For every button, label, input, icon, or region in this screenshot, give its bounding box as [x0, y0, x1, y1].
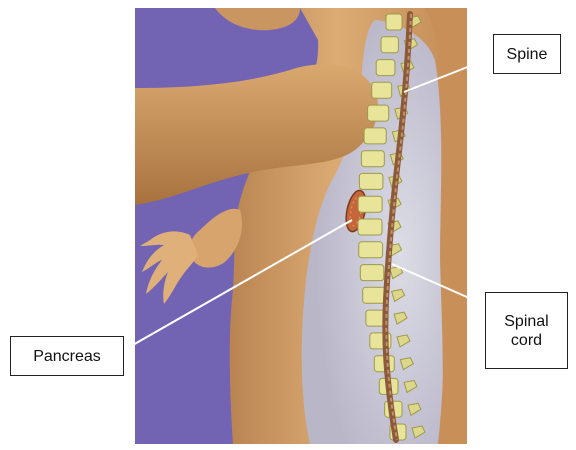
vertebra-body	[359, 173, 383, 189]
spinal-cord-label: Spinal cord	[485, 292, 568, 369]
pancreas-label-text: Pancreas	[33, 347, 101, 366]
vertebra-body	[376, 60, 395, 76]
vertebra-body	[368, 105, 389, 121]
vertebra-body	[381, 37, 398, 53]
vertebra-body	[359, 242, 383, 258]
spinal-cord-label-text: Spinal cord	[504, 312, 548, 350]
spine-label: Spine	[493, 34, 561, 74]
vertebra-body	[358, 196, 382, 212]
spinal-cord-label-line1: Spinal	[504, 312, 548, 331]
vertebra-body	[372, 82, 392, 98]
forearm	[189, 209, 242, 268]
shoulder	[215, 8, 300, 30]
pancreas-label: Pancreas	[10, 336, 124, 376]
vertebra-body	[360, 265, 384, 281]
vertebra-body	[358, 219, 382, 235]
vertebra-body	[364, 128, 386, 144]
hand	[140, 231, 198, 304]
vertebra-body	[386, 14, 402, 30]
spinal-cord-label-line2: cord	[504, 331, 548, 350]
vertebra-body	[361, 151, 384, 167]
vertebra-body	[363, 287, 386, 303]
spine-label-text: Spine	[507, 45, 548, 64]
